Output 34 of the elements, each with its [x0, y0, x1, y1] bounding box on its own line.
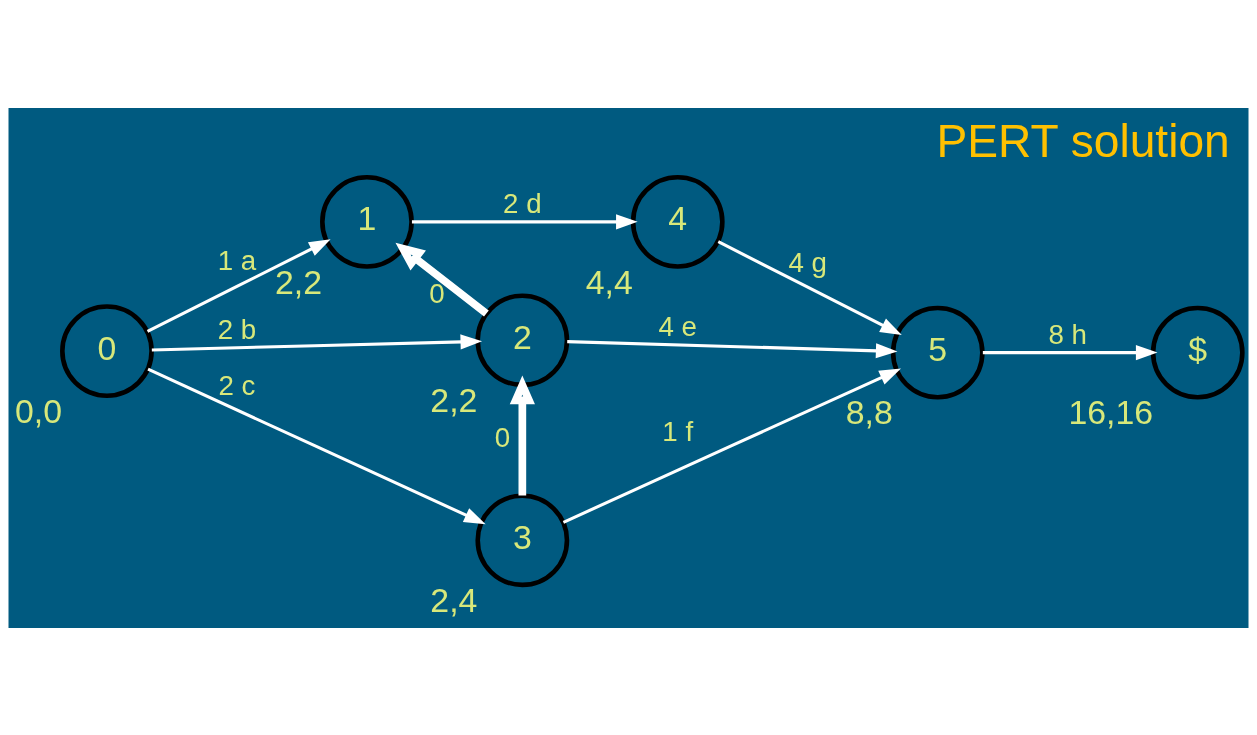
arrow [395, 242, 489, 317]
node-circle: $ [1150, 305, 1245, 400]
node-label: 2,2 [430, 380, 478, 419]
arrow [717, 239, 902, 335]
node-label: 2,2 [274, 262, 323, 301]
diagram-title: PERT solution [936, 114, 1230, 167]
arrow [411, 213, 638, 229]
edge-label: 0 [494, 421, 511, 453]
node-circle: 3 [475, 492, 570, 587]
edge-label: 0 [429, 277, 445, 309]
edge-label: 2 c [218, 369, 256, 401]
node-label: 0,0 [14, 391, 63, 430]
node-label: 4,4 [585, 262, 633, 301]
edge-label: 2 d [503, 187, 542, 219]
arrow [982, 344, 1158, 360]
arrow [562, 368, 902, 524]
node-circle: 5 [890, 305, 985, 400]
edge-label: 8 h [1048, 318, 1087, 350]
edge-label: 2 b [217, 313, 257, 345]
edge-label: 4 e [658, 310, 697, 342]
arrow [146, 238, 331, 333]
node-circle: 0 [60, 303, 154, 398]
edge-label: 4 g [788, 246, 827, 278]
arrow [151, 333, 483, 351]
node-label: 8,8 [845, 392, 893, 431]
arrow [147, 367, 486, 524]
node-circle: 2 [475, 292, 570, 387]
node-label: 2,4 [430, 580, 478, 619]
edge-label: 1 f [662, 415, 694, 447]
arrow [567, 339, 898, 358]
node-circle: 1 [320, 174, 414, 269]
node-circle: 4 [630, 174, 725, 269]
edge-label: 1 a [217, 244, 257, 276]
arrow [509, 374, 535, 495]
